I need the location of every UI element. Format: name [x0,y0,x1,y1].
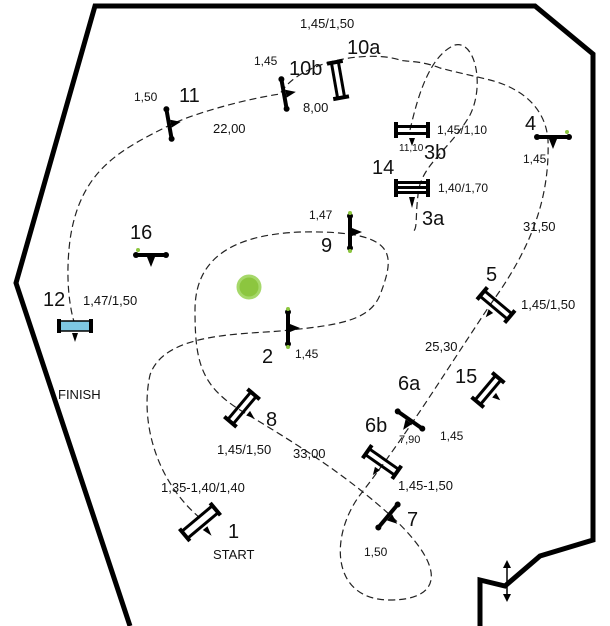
arena-boundary [13,3,596,626]
label-10b: 10b [289,58,323,80]
height-4: 1,45 [523,152,547,166]
obstacle-4 [534,130,572,149]
tree-icon [236,274,262,300]
height-9: 1,47 [309,208,333,222]
label-14: 14 [372,157,395,179]
obstacle-2 [285,307,300,349]
obstacle-7 [375,501,401,531]
distance-8: 33,00 [293,446,326,461]
obstacle-11 [163,106,181,142]
obstacle-14 [394,179,430,208]
height-11: 1,50 [134,90,158,104]
height-top: 1,45/1,50 [300,16,355,31]
label-2: 2 [262,346,274,368]
height-1: 1,35-1,40/1,40 [161,480,245,495]
label-16: 16 [130,222,153,244]
finish-label: FINISH [58,387,101,402]
label-1: 1 [228,521,240,543]
obstacle-10a [326,58,350,102]
label-7: 7 [407,509,419,531]
height-2: 1,45 [295,347,319,361]
height-6a: 1,45 [440,429,464,443]
obstacle-15 [470,371,506,409]
height-8: 1,45/1,50 [217,442,272,457]
height-14: 1,40/1,70 [438,181,489,195]
height-10b: 1,45 [254,54,278,68]
distance-11: 22,00 [213,121,246,136]
obstacle-6b [361,443,403,481]
obstacle-12 [57,319,93,342]
label-10a: 10a [347,37,381,59]
obstacle-8 [223,387,261,429]
obstacle-10b [278,76,296,112]
obstacle-1 [178,501,222,543]
label-5: 5 [486,264,498,286]
height-7: 1,50 [364,545,388,559]
entrance-arrow-icon [503,560,511,602]
label-9: 9 [321,235,333,257]
label-12: 12 [43,289,66,311]
obstacle-16 [133,248,169,267]
label-6a: 6a [398,373,421,395]
label-6b: 6b [365,415,388,437]
start-label: START [213,547,255,562]
distance-6a: 7,90 [399,434,421,446]
obstacle-3b [394,122,430,146]
obstacle-9 [347,211,362,253]
obstacle-5 [475,286,517,324]
height-12: 1,47/1,50 [83,293,138,308]
label-15: 15 [455,366,478,388]
label-3b: 3b [424,142,447,164]
label-4: 4 [525,113,537,135]
obstacle-6a [394,408,426,432]
distance-3: 11,10 [399,143,424,154]
distance-4: 31,50 [523,219,556,234]
height-5: 1,45/1,50 [521,297,576,312]
label-8: 8 [266,409,278,431]
label-3a: 3a [422,208,445,230]
distance-10a: 8,00 [303,100,329,115]
distance-6: 25,30 [425,339,458,354]
height-6b: 1,45-1,50 [398,478,453,493]
label-11: 11 [179,85,200,107]
height-3b: 1,45/1,10 [437,123,488,137]
